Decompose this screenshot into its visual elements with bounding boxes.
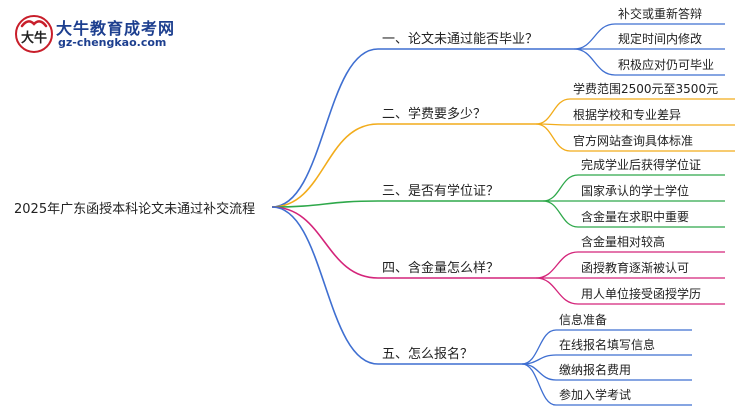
leaf-link-4-1 (535, 251, 725, 279)
leaf-label-5-1: 信息准备 (559, 312, 607, 327)
logo-glyph: 大牛 (21, 30, 47, 46)
leaf-label-4-2: 函授教育逐渐被认可 (581, 260, 689, 275)
leaf-label-4-1: 含金量相对较高 (581, 234, 665, 249)
leaf-label-1-2: 规定时间内修改 (618, 31, 702, 46)
leaf-label-3-2: 国家承认的学士学位 (581, 183, 689, 198)
leaf-link-2-2 (535, 123, 735, 126)
mindmap-links (271, 23, 735, 406)
leaf-label-5-2: 在线报名填写信息 (559, 337, 655, 352)
branch-label-1: 一、论文未通过能否毕业？ (382, 32, 538, 47)
branch-label-3: 三、是否有学位证？ (382, 183, 499, 199)
leaf-link-1-1 (573, 23, 725, 50)
branch-link-3 (271, 200, 543, 208)
leaf-link-2-1 (535, 98, 735, 125)
branch-link-2 (271, 123, 536, 208)
branch-label-2: 二、学费要多少？ (382, 106, 486, 122)
site-title: 大牛教育成考网 (56, 19, 176, 38)
leaf-label-1-3: 积极应对仍可毕业 (618, 57, 714, 72)
leaf-label-5-4: 参加入学考试 (559, 387, 631, 402)
branch-label-5: 五、怎么报名？ (382, 346, 473, 362)
leaf-label-2-2: 根据学校和专业差异 (573, 107, 681, 122)
leaf-label-2-3: 官方网站查询具体标准 (573, 133, 693, 148)
branch-link-5 (271, 206, 522, 365)
leaf-link-2-3 (535, 123, 735, 152)
leaf-link-3-3 (542, 200, 725, 228)
leaf-label-5-3: 缴纳报名费用 (559, 362, 631, 377)
leaf-label-1-1: 补交或重新答辩 (618, 6, 702, 21)
leaf-link-5-4 (521, 363, 692, 406)
bull-logo-icon: 大牛 (15, 15, 53, 53)
leaf-link-3-1 (542, 174, 725, 202)
leaf-label-3-1: 完成学业后获得学位证 (581, 157, 701, 172)
branch-link-1 (271, 48, 574, 208)
leaf-label-2-1: 学费范围2500元至3500元 (573, 81, 718, 96)
leaf-link-5-1 (521, 329, 692, 365)
site-logo[interactable]: 大牛 大牛教育成考网 gz-chengkao.com (14, 14, 184, 54)
branch-label-4: 四、含金量怎么样？ (382, 260, 499, 276)
site-url: gz-chengkao.com (58, 36, 167, 49)
branch-link-4 (271, 206, 536, 279)
leaf-label-4-3: 用人单位接受函授学历 (581, 286, 701, 301)
root-node: 2025年广东函授本科论文未通过补交流程 (14, 201, 255, 217)
leaf-label-3-3: 含金量在求职中重要 (581, 209, 689, 224)
leaf-link-1-3 (573, 48, 725, 76)
leaf-link-5-2 (521, 354, 692, 365)
mindmap-nodes: 2025年广东函授本科论文未通过补交流程 一、论文未通过能否毕业？ 补交或重新答辩规… (14, 6, 718, 402)
leaf-link-4-3 (535, 277, 725, 305)
